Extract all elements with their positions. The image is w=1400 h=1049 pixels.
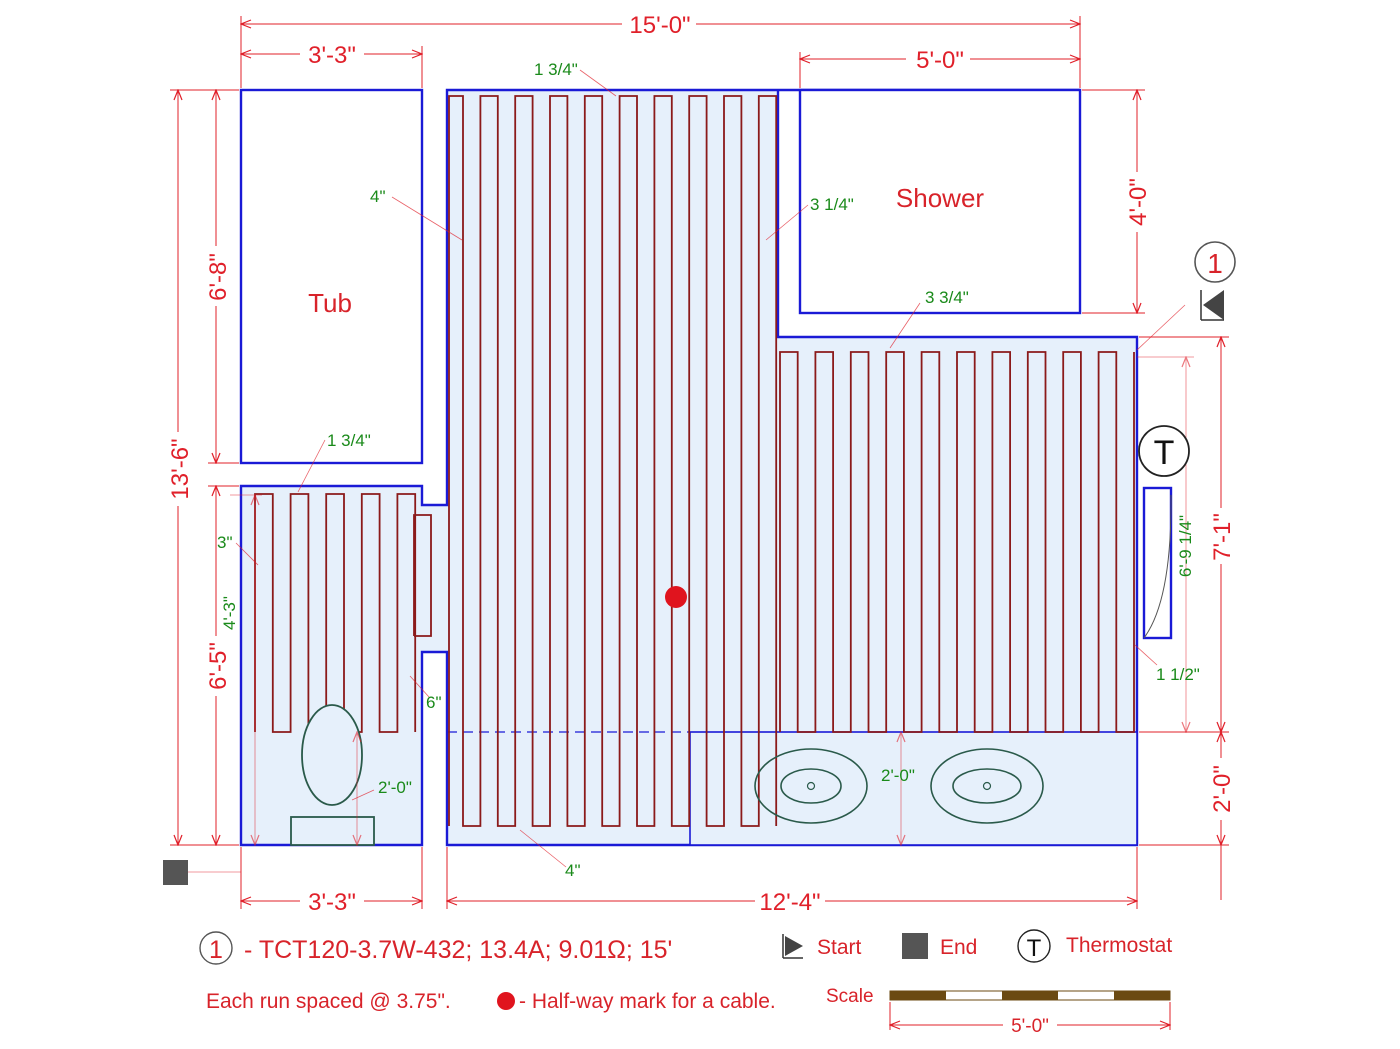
note-shower-bottom: 3 3/4" [925, 288, 969, 307]
legend-start-icon [782, 934, 803, 959]
note-tub-gap: 4" [370, 187, 386, 206]
note-door-run: 6'-9 1/4" [1176, 515, 1195, 577]
door-swing-arc [1143, 494, 1172, 639]
note-bottom-gap: 4" [565, 861, 581, 880]
note-shower-gap: 3 1/4" [810, 195, 854, 214]
note-toilet-gap: 6" [426, 693, 442, 712]
legend-end-label: End [940, 936, 977, 959]
dim-vanity-depth: 2'-0" [1209, 765, 1236, 813]
legend: 1 - TCT120-3.7W-432; 13.4A; 9.01Ω; 15' S… [199, 929, 1172, 1037]
dim-tub-height: 6'-8" [205, 253, 232, 301]
cable-run [254, 493, 417, 733]
note-left-wall: 3" [217, 533, 233, 552]
note-toilet-clear: 2'-0" [378, 778, 412, 797]
dimension-lines [170, 16, 1229, 909]
svg-text:1: 1 [209, 936, 223, 964]
cable-run [413, 514, 432, 637]
legend-scale-length: 5'-0" [1011, 1016, 1049, 1037]
dimension-labels: 15'-0" 3'-3" 5'-0" 13'-6" 6'-8" 6'-5" 4'… [164, 10, 1236, 916]
dim-shower-width: 5'-0" [916, 47, 964, 74]
end-marker [163, 860, 241, 885]
dim-bottom-right-width: 12'-4" [759, 889, 820, 916]
spacing-notes: 1 3/4" 4" 3 1/4" 3 3/4" 1 3/4" 3" 4'-3" … [217, 60, 1200, 880]
sink-left [754, 748, 868, 824]
dim-bottom-left-width: 3'-3" [308, 889, 356, 916]
sink-right [930, 748, 1044, 824]
circuit-marker: 1 [1194, 241, 1236, 283]
cable-run [779, 351, 1135, 733]
dim-overall-width: 15'-0" [629, 12, 690, 39]
legend-end-icon [902, 933, 928, 959]
thermostat-marker: T [1138, 425, 1190, 477]
dim-lower-left-height: 6'-5" [205, 642, 232, 690]
note-door-gap: 1 1/2" [1156, 665, 1200, 684]
legend-halfway-note: - Half-way mark for a cable. [519, 990, 776, 1013]
note-vanity-clear: 2'-0" [881, 766, 915, 785]
cable-run [448, 95, 778, 827]
note-left-run: 4'-3" [220, 596, 239, 630]
legend-spacing-note: Each run spaced @ 3.75". [206, 990, 451, 1013]
note-dimension-lines [230, 357, 1194, 845]
shower-fixture [798, 88, 1082, 315]
dim-overall-height: 13'-6" [167, 438, 194, 499]
shower-label: Shower [896, 183, 984, 213]
svg-text:T: T [1027, 935, 1042, 962]
legend-thermostat-icon [1017, 929, 1051, 963]
leader-lines [235, 69, 1186, 868]
legend-halfway-icon [497, 992, 515, 1010]
tub-label: Tub [308, 288, 352, 318]
svg-text:1: 1 [1207, 248, 1223, 279]
dim-right-heated-height: 7'-1" [1209, 513, 1236, 561]
dim-tub-width: 3'-3" [308, 42, 356, 69]
legend-start-label: Start [817, 936, 862, 959]
note-tub-bottom: 1 3/4" [327, 431, 371, 450]
legend-scale-label: Scale [826, 986, 874, 1007]
note-top-clearance: 1 3/4" [534, 60, 578, 79]
start-marker [1200, 290, 1224, 321]
halfway-mark [665, 586, 687, 608]
vanity-area [689, 731, 1138, 846]
svg-text:T: T [1154, 434, 1175, 472]
legend-circuit-icon [199, 931, 233, 965]
tub-fixture [239, 88, 424, 465]
legend-thermostat-label: Thermostat [1066, 934, 1172, 957]
dim-shower-height: 4'-0" [1125, 178, 1152, 226]
legend-circuit-spec: - TCT120-3.7W-432; 13.4A; 9.01Ω; 15' [244, 936, 672, 964]
heating-cable [254, 95, 1135, 827]
door-panel [1142, 486, 1173, 640]
